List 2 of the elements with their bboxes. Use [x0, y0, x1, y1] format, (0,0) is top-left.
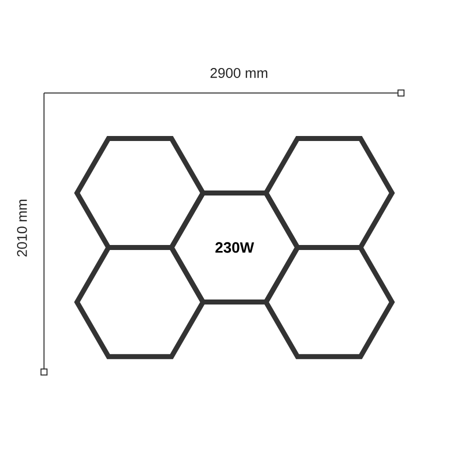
dimension-label: 2010 mm — [17, 200, 27, 256]
dimension-label: 2900 mm — [210, 68, 268, 78]
